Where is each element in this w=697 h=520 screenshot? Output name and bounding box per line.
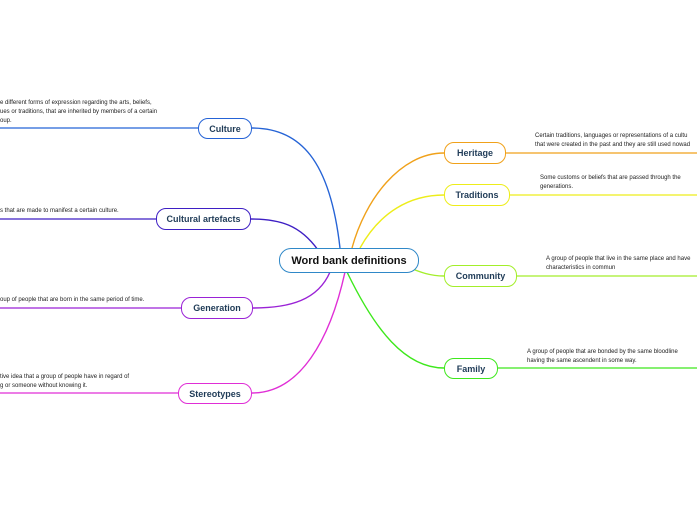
connector-heritage (351, 152, 445, 249)
note-generation: oup of people that are born in the same … (0, 296, 157, 305)
note-line: e different forms of expression regardin… (0, 100, 152, 106)
topic-community-label: Community (455, 271, 506, 281)
note-line: ues or traditions, that are inherited by… (0, 109, 158, 115)
note-line: A group of people that live in the same … (546, 256, 691, 262)
connector-cultural-artefacts (250, 218, 319, 251)
topic-culture-label: Culture (209, 123, 241, 134)
topic-family[interactable]: Family (444, 358, 498, 379)
topic-traditions-label: Traditions (455, 190, 499, 200)
topic-traditions[interactable]: Traditions (444, 184, 510, 206)
connector-family (346, 271, 445, 369)
note-line: Some customs or beliefs that are passed … (540, 175, 681, 181)
central-topic[interactable]: Word bank definitions (279, 248, 419, 273)
note-line: oup of people that are born in the same … (0, 297, 145, 303)
note-line: characteristics in commun (546, 265, 616, 271)
topic-family-label: Family (456, 363, 486, 374)
topic-heritage[interactable]: Heritage (444, 142, 506, 164)
connector-culture (251, 127, 341, 249)
note-line: that were created in the past and they a… (535, 142, 691, 148)
note-line: generations. (540, 184, 574, 190)
note-line: oup. (0, 118, 12, 124)
topic-stereotypes-label: Stereotypes (189, 388, 241, 399)
note-cultural-artefacts: s that are made to manifest a certain cu… (0, 207, 132, 216)
note-stereotypes: tive idea that a group of people have in… (0, 373, 153, 391)
note-line: g or someone without knowing it. (0, 383, 88, 389)
topic-community[interactable]: Community (444, 265, 517, 287)
connector-traditions (359, 194, 445, 249)
topic-generation[interactable]: Generation (181, 297, 253, 319)
topic-stereotypes[interactable]: Stereotypes (178, 383, 252, 404)
note-line: A group of people that are bonded by the… (527, 349, 678, 355)
note-heritage: Certain traditions, languages or represe… (535, 132, 697, 150)
topic-cultural-artefacts-label: Cultural artefacts (166, 214, 241, 224)
topic-culture[interactable]: Culture (198, 118, 252, 139)
note-community: A group of people that live in the same … (546, 255, 697, 273)
central-topic-label: Word bank definitions (291, 254, 407, 267)
connector-stereotypes (251, 271, 346, 394)
note-line: tive idea that a group of people have in… (0, 374, 130, 380)
note-line: having the same ascendent in some way. (527, 358, 637, 364)
note-line: s that are made to manifest a certain cu… (0, 208, 119, 214)
note-traditions: Some customs or beliefs that are passed … (540, 174, 697, 192)
topic-generation-label: Generation (193, 303, 241, 313)
note-culture: e different forms of expression regardin… (0, 99, 172, 126)
topic-heritage-label: Heritage (456, 148, 493, 158)
connector-generation (252, 271, 331, 309)
note-line: Certain traditions, languages or represe… (535, 133, 688, 139)
topic-cultural-artefacts[interactable]: Cultural artefacts (156, 208, 251, 230)
note-family: A group of people that are bonded by the… (527, 348, 697, 366)
